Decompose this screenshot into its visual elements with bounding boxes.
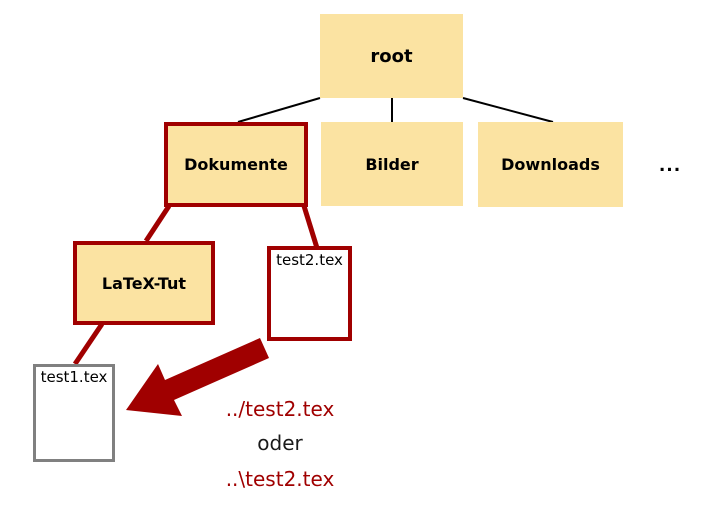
more-siblings-ellipsis-label: ... bbox=[658, 156, 682, 176]
edge-dokumente-test2 bbox=[301, 205, 320, 249]
edge-dokumente-latextut bbox=[143, 204, 172, 243]
tree-node-test1-file: test1.tex bbox=[33, 364, 115, 462]
tree-node-root-label: root bbox=[370, 45, 413, 67]
relative-path-unix-label: ../test2.tex bbox=[225, 397, 335, 421]
edge-latextut-test1 bbox=[72, 322, 105, 366]
tree-node-latex-tut-label: LaTeX-Tut bbox=[101, 273, 187, 293]
tree-node-downloads-label: Downloads bbox=[501, 155, 600, 174]
tree-node-root: root bbox=[320, 14, 463, 98]
oder-conjunction-label: oder bbox=[257, 431, 303, 455]
tree-node-bilder-label: Bilder bbox=[365, 154, 419, 174]
tree-node-test2-file: test2.tex bbox=[267, 246, 352, 341]
more-siblings-ellipsis: ... bbox=[648, 151, 692, 181]
tree-node-test2-label: test2.tex bbox=[276, 251, 343, 269]
tree-node-dokumente: Dokumente bbox=[164, 122, 308, 207]
tree-node-test1-label: test1.tex bbox=[40, 368, 108, 386]
tree-node-latex-tut: LaTeX-Tut bbox=[73, 241, 215, 325]
tree-node-downloads: Downloads bbox=[478, 122, 623, 207]
relative-path-arrow-icon bbox=[126, 338, 269, 416]
tree-node-dokumente-label: Dokumente bbox=[184, 155, 288, 174]
edge-root-dokumente bbox=[237, 97, 321, 123]
tree-node-bilder: Bilder bbox=[321, 122, 463, 206]
relative-path-windows-label: ..\test2.tex bbox=[225, 467, 335, 491]
edge-root-downloads bbox=[462, 97, 554, 123]
